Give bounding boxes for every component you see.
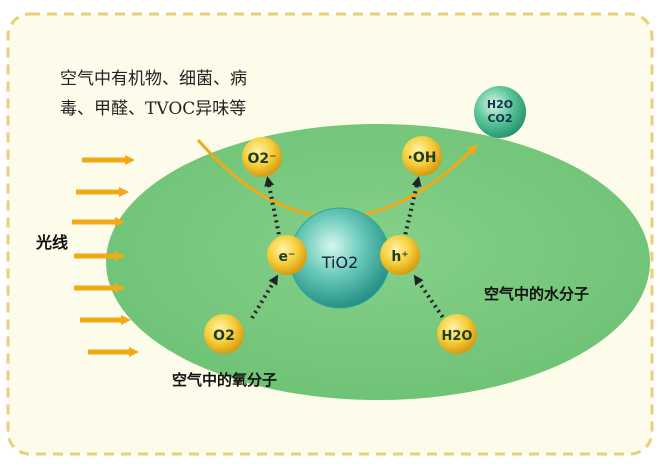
node-hole: h⁺ [380, 235, 420, 275]
superoxide-ball [242, 137, 282, 177]
o2-label: O2 [213, 328, 235, 344]
light-rays [72, 155, 139, 357]
hydroxyl-label: ·OH [408, 150, 437, 166]
h2o-label: H2O [442, 329, 473, 344]
electron-to-superoxide-arrow [264, 176, 282, 241]
water-molecules-label: 空气中的水分子 [484, 285, 589, 303]
products-line2: CO2 [487, 112, 512, 125]
h2o-ball [437, 314, 477, 354]
node-superoxide: O2⁻ [242, 137, 282, 177]
node-hydroxyl: ·OH [402, 136, 442, 176]
node-h2o: H2O [437, 314, 477, 354]
products-ball: H2O CO2 [474, 86, 526, 138]
o2-to-electron-arrow [250, 274, 279, 320]
node-electron: e⁻ [267, 235, 307, 275]
light-label: 光线 [35, 233, 68, 252]
o2-ball [204, 314, 244, 354]
hole-ball [380, 235, 420, 275]
hole-label: h⁺ [391, 249, 408, 265]
hydroxyl-ball [402, 136, 442, 176]
electron-ball [267, 235, 307, 275]
pollutants-caption-line1: 空气中有机物、细菌、病 [60, 69, 247, 89]
electron-label: e⁻ [279, 249, 296, 265]
superoxide-label: O2⁻ [247, 151, 276, 167]
oxygen-molecules-label: 空气中的氧分子 [172, 371, 277, 389]
tio2-label: TiO2 [321, 253, 359, 272]
products-sphere [474, 86, 526, 138]
hole-to-hydroxyl-arrow [402, 176, 422, 241]
pollutants-caption-line2: 毒、甲醛、TVOC异味等 [60, 99, 246, 119]
products-line1: H2O [487, 98, 513, 111]
node-o2: O2 [204, 314, 244, 354]
